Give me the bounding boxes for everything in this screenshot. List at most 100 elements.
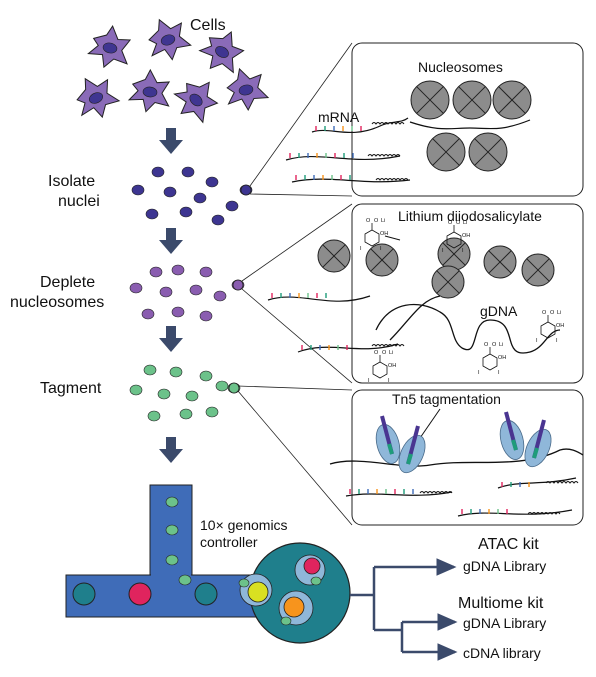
nucleosome-mark [474, 138, 502, 166]
nucleus-dot [205, 176, 219, 188]
nucleosome-mark [432, 138, 460, 166]
benzene-ring [364, 229, 380, 247]
cell-nucleus [215, 46, 229, 58]
polya-tail [371, 344, 405, 347]
microfluidic-chip: 10× genomics controller [65, 484, 351, 644]
cell [87, 24, 132, 69]
nucleus-dot [165, 554, 179, 566]
nucleosome [492, 80, 532, 120]
gdna-label: gDNA [480, 303, 518, 319]
cell [173, 81, 219, 124]
multiome-gdna-library-label: gDNA Library [463, 615, 546, 631]
iodine-text: I [556, 338, 558, 344]
gdna-strand [389, 295, 441, 341]
cell-nucleus [189, 93, 203, 107]
barcode-bead [247, 581, 269, 603]
carboxylate-text: O [492, 342, 497, 348]
carboxylate-text: O [448, 220, 453, 226]
lithium-label: Lithium diiodosalicylate [398, 208, 542, 224]
nucleus-dot [171, 306, 185, 318]
nucleus-dot [178, 574, 192, 586]
cell [76, 77, 121, 119]
iodine-text: I [536, 338, 538, 344]
tagmented-nuclei [129, 364, 241, 422]
nucleus-dot [231, 279, 245, 291]
nucleosome-mark [442, 242, 466, 266]
cell-nucleus [142, 86, 158, 98]
nucleus-dot [169, 366, 183, 378]
nucleosome-mark [488, 250, 512, 274]
barcode-bead [283, 596, 305, 618]
nucleus-dot [193, 192, 207, 204]
down-arrow-icon [159, 228, 183, 254]
nucleus-dot [199, 370, 213, 382]
polya-tail [545, 481, 579, 484]
barcode-bead [128, 582, 152, 606]
nucleus-dot [171, 264, 185, 276]
tn5-adapter-tip [532, 447, 539, 459]
nucleosome [431, 265, 465, 299]
mrna-strand [291, 178, 411, 183]
mrna-strand [311, 117, 409, 134]
down-arrow-icon [159, 128, 183, 154]
nucleus-dot [157, 388, 171, 400]
atac-gdna-library-label: gDNA Library [463, 558, 546, 574]
nucleus-dot [165, 496, 179, 508]
cell-nucleus [88, 92, 104, 104]
cell [148, 18, 192, 61]
mrna-strands [345, 477, 579, 517]
panel-tn5: Tn5 tagmentation [329, 389, 584, 526]
nucleus-dot [147, 410, 161, 422]
nucleus-dot [179, 408, 193, 420]
nucleosome [437, 237, 471, 271]
nucleosome [468, 132, 508, 172]
lithium-ion-text: Li [557, 310, 561, 316]
down-arrows [159, 128, 183, 463]
library-outputs [350, 558, 458, 661]
nucleus-dot [189, 284, 203, 296]
depleted-nuclei [129, 264, 245, 322]
hydroxyl-text: OH [556, 323, 564, 329]
tn5-complex [524, 419, 552, 468]
polya-tail [371, 122, 405, 125]
carboxylate-text: O [366, 218, 371, 224]
carboxylate-text: O [484, 342, 489, 348]
mrna-strand [345, 491, 453, 497]
atac-kit-label: ATAC kit [478, 536, 539, 553]
down-arrow-icon [159, 437, 183, 463]
benzene-ring [446, 231, 462, 249]
tn5-complex [499, 411, 525, 460]
nucleus-dot [205, 406, 219, 418]
nucleus-dot [239, 184, 253, 196]
dna-wrap [409, 119, 531, 130]
nucleus-dot [163, 186, 177, 198]
cell-nucleus [238, 84, 254, 96]
isolated-nuclei [131, 166, 253, 226]
iodine-text: I [498, 370, 500, 376]
nucleus-dot [181, 166, 195, 178]
iodine-text: I [388, 378, 390, 384]
benzene-ring [482, 353, 498, 371]
nucleus-dot [185, 390, 199, 402]
panel-frame [351, 203, 584, 384]
iodine-text: I [442, 248, 444, 254]
multiome-cdna-library-label: cDNA library [463, 645, 541, 661]
panel-frame [351, 42, 584, 197]
nucleosome [483, 245, 517, 279]
nucleus-dot [199, 310, 213, 322]
mrna-strand [267, 295, 371, 302]
nucleus-dot [159, 286, 173, 298]
nucleus-dot [225, 200, 239, 212]
nucleus-dot [129, 384, 143, 396]
deplete-label-line1: Deplete [40, 274, 95, 291]
polya-tail [375, 178, 409, 181]
isolate-label-line2: nuclei [58, 193, 100, 210]
nucleosome [317, 239, 351, 273]
mrna-strand [285, 155, 401, 161]
